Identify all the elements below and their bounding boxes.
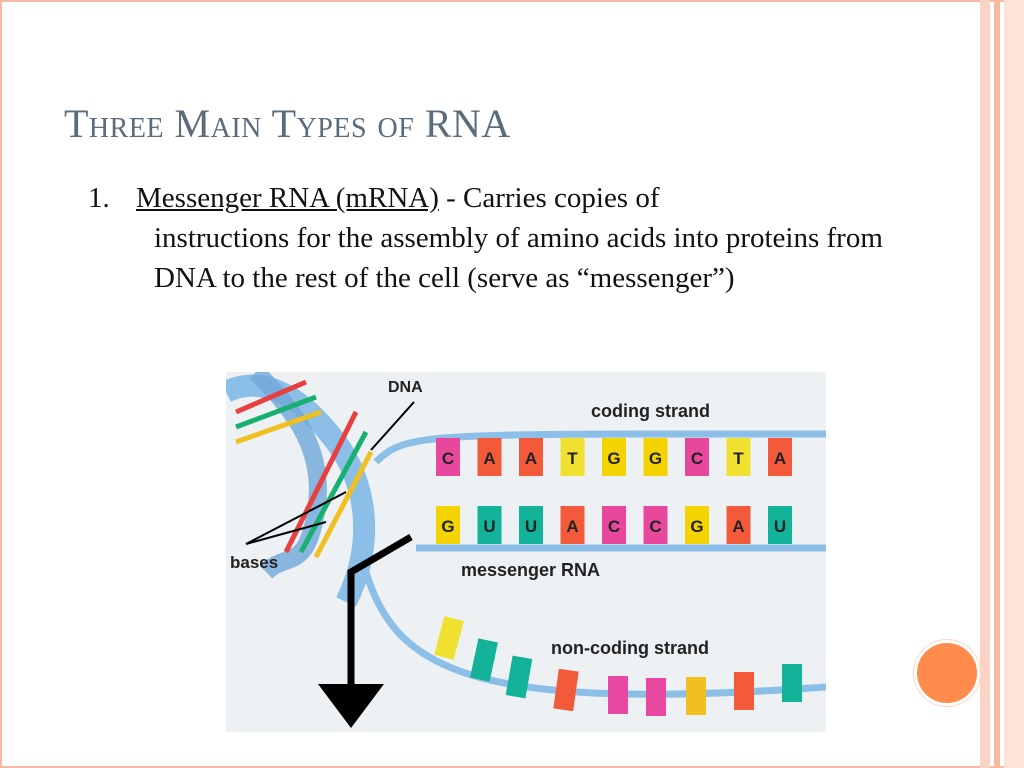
mrna-base-tile	[477, 506, 502, 544]
coding-base-tile	[643, 438, 668, 476]
label-coding-strand: coding strand	[591, 401, 710, 421]
label-non-coding-strand: non-coding strand	[551, 638, 709, 658]
mrna-base-tile	[726, 506, 751, 544]
coding-base-tile	[560, 438, 585, 476]
mrna-base-tile	[519, 506, 543, 544]
mrna-base-tile	[602, 506, 626, 544]
coding-base-letter: A	[525, 449, 537, 468]
noncoding-base	[505, 655, 533, 699]
noncoding-strand-backbone	[362, 570, 826, 698]
mrna-base-tile	[643, 506, 668, 544]
arrow-shaft	[347, 533, 413, 692]
helix-base	[235, 409, 322, 445]
coding-base-letter: C	[442, 449, 454, 468]
dna-transcription-diagram: DNA coding strand bases messenger RNA no…	[226, 372, 826, 732]
bases-pointer	[245, 521, 327, 545]
coding-base-tile	[519, 438, 543, 476]
helix-base	[235, 394, 317, 430]
list-item-number: 1.	[88, 182, 110, 214]
noncoding-base	[434, 616, 464, 660]
mrna-base-letter: A	[732, 517, 744, 536]
coding-base-tile	[726, 438, 751, 476]
list-item: 1. Messenger RNA (mRNA) - Carries copies…	[88, 178, 948, 298]
noncoding-base	[686, 677, 706, 715]
label-dna: DNA	[388, 379, 423, 396]
coding-base-letter: C	[691, 449, 703, 468]
right-decorative-bars	[980, 0, 1024, 768]
coding-base-letter: G	[649, 449, 662, 468]
definition-rest: instructions for the assembly of amino a…	[154, 222, 883, 294]
coding-base-letter: A	[483, 449, 495, 468]
helix-base	[235, 379, 307, 415]
helix-base	[313, 450, 374, 559]
mrna-base-tile	[685, 506, 709, 544]
coding-base-tile	[685, 438, 709, 476]
noncoding-bases-group	[434, 616, 802, 716]
coding-base-letter: G	[607, 449, 620, 468]
mrna-base-letter: C	[608, 517, 620, 536]
mrna-base-letter: U	[774, 517, 786, 536]
mrna-base-letter: G	[441, 517, 454, 536]
mrna-base-letter: A	[566, 517, 578, 536]
arrow-head	[318, 684, 384, 728]
label-bases: bases	[230, 553, 278, 572]
mrna-base-letter: U	[525, 517, 537, 536]
mrna-base-tile	[560, 506, 585, 544]
label-messenger-rna: messenger RNA	[461, 560, 600, 580]
noncoding-base	[470, 638, 498, 682]
helix-base	[283, 410, 359, 554]
coding-base-letter: A	[774, 449, 786, 468]
coding-base-letter: T	[567, 449, 578, 468]
coding-base-tile	[477, 438, 502, 476]
helix-base	[298, 430, 369, 554]
mrna-base-tile	[768, 506, 792, 544]
diagram-svg: DNA coding strand bases messenger RNA no…	[226, 372, 826, 728]
dna-pointer	[370, 401, 415, 451]
list-item-content: Messenger RNA (mRNA) - Carries copies of…	[88, 178, 948, 298]
bases-pointer	[245, 491, 347, 545]
noncoding-base	[608, 676, 628, 714]
dna-helix	[226, 372, 376, 607]
coding-base-tile	[436, 438, 460, 476]
noncoding-base	[553, 668, 579, 712]
orange-circle-decoration	[914, 640, 980, 706]
mrna-base-tile	[436, 506, 460, 544]
mrna-base-letter: U	[483, 517, 495, 536]
coding-base-letter: T	[733, 449, 744, 468]
coding-strand-backbone	[373, 430, 826, 465]
coding-base-tile	[602, 438, 626, 476]
coding-base-tile	[768, 438, 792, 476]
slide-title: Three Main Types of RNA	[64, 101, 511, 146]
noncoding-base	[782, 664, 802, 702]
noncoding-base	[646, 678, 666, 716]
definition-start: - Carries copies of	[438, 182, 660, 214]
mrna-base-letter: G	[690, 517, 703, 536]
term-messenger-rna: Messenger RNA (mRNA)	[136, 182, 439, 214]
mrna-base-letter: C	[649, 517, 661, 536]
noncoding-base	[734, 672, 754, 710]
